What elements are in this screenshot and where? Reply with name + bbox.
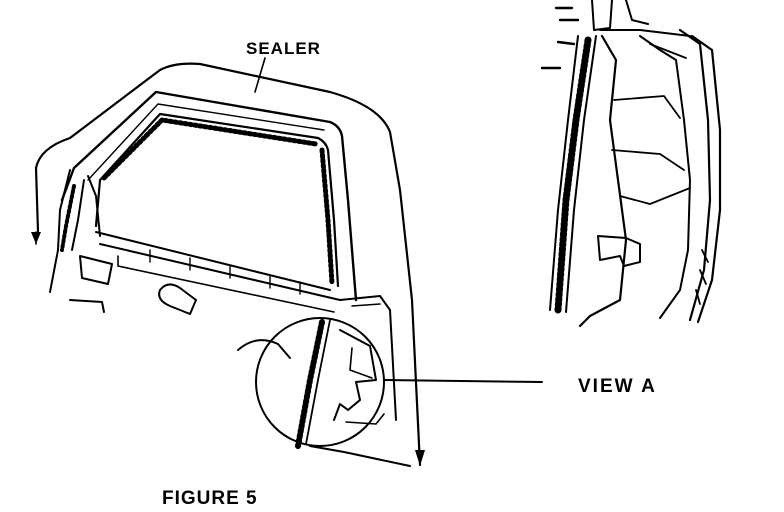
figure-caption: FIGURE 5: [162, 488, 258, 509]
view-a-detail: [540, 0, 722, 328]
sealer-label: SEALER: [246, 39, 321, 58]
view-a-label: VIEW A: [578, 376, 657, 397]
view-a-detail-circle: [237, 317, 543, 467]
door-assembly: [31, 57, 425, 467]
